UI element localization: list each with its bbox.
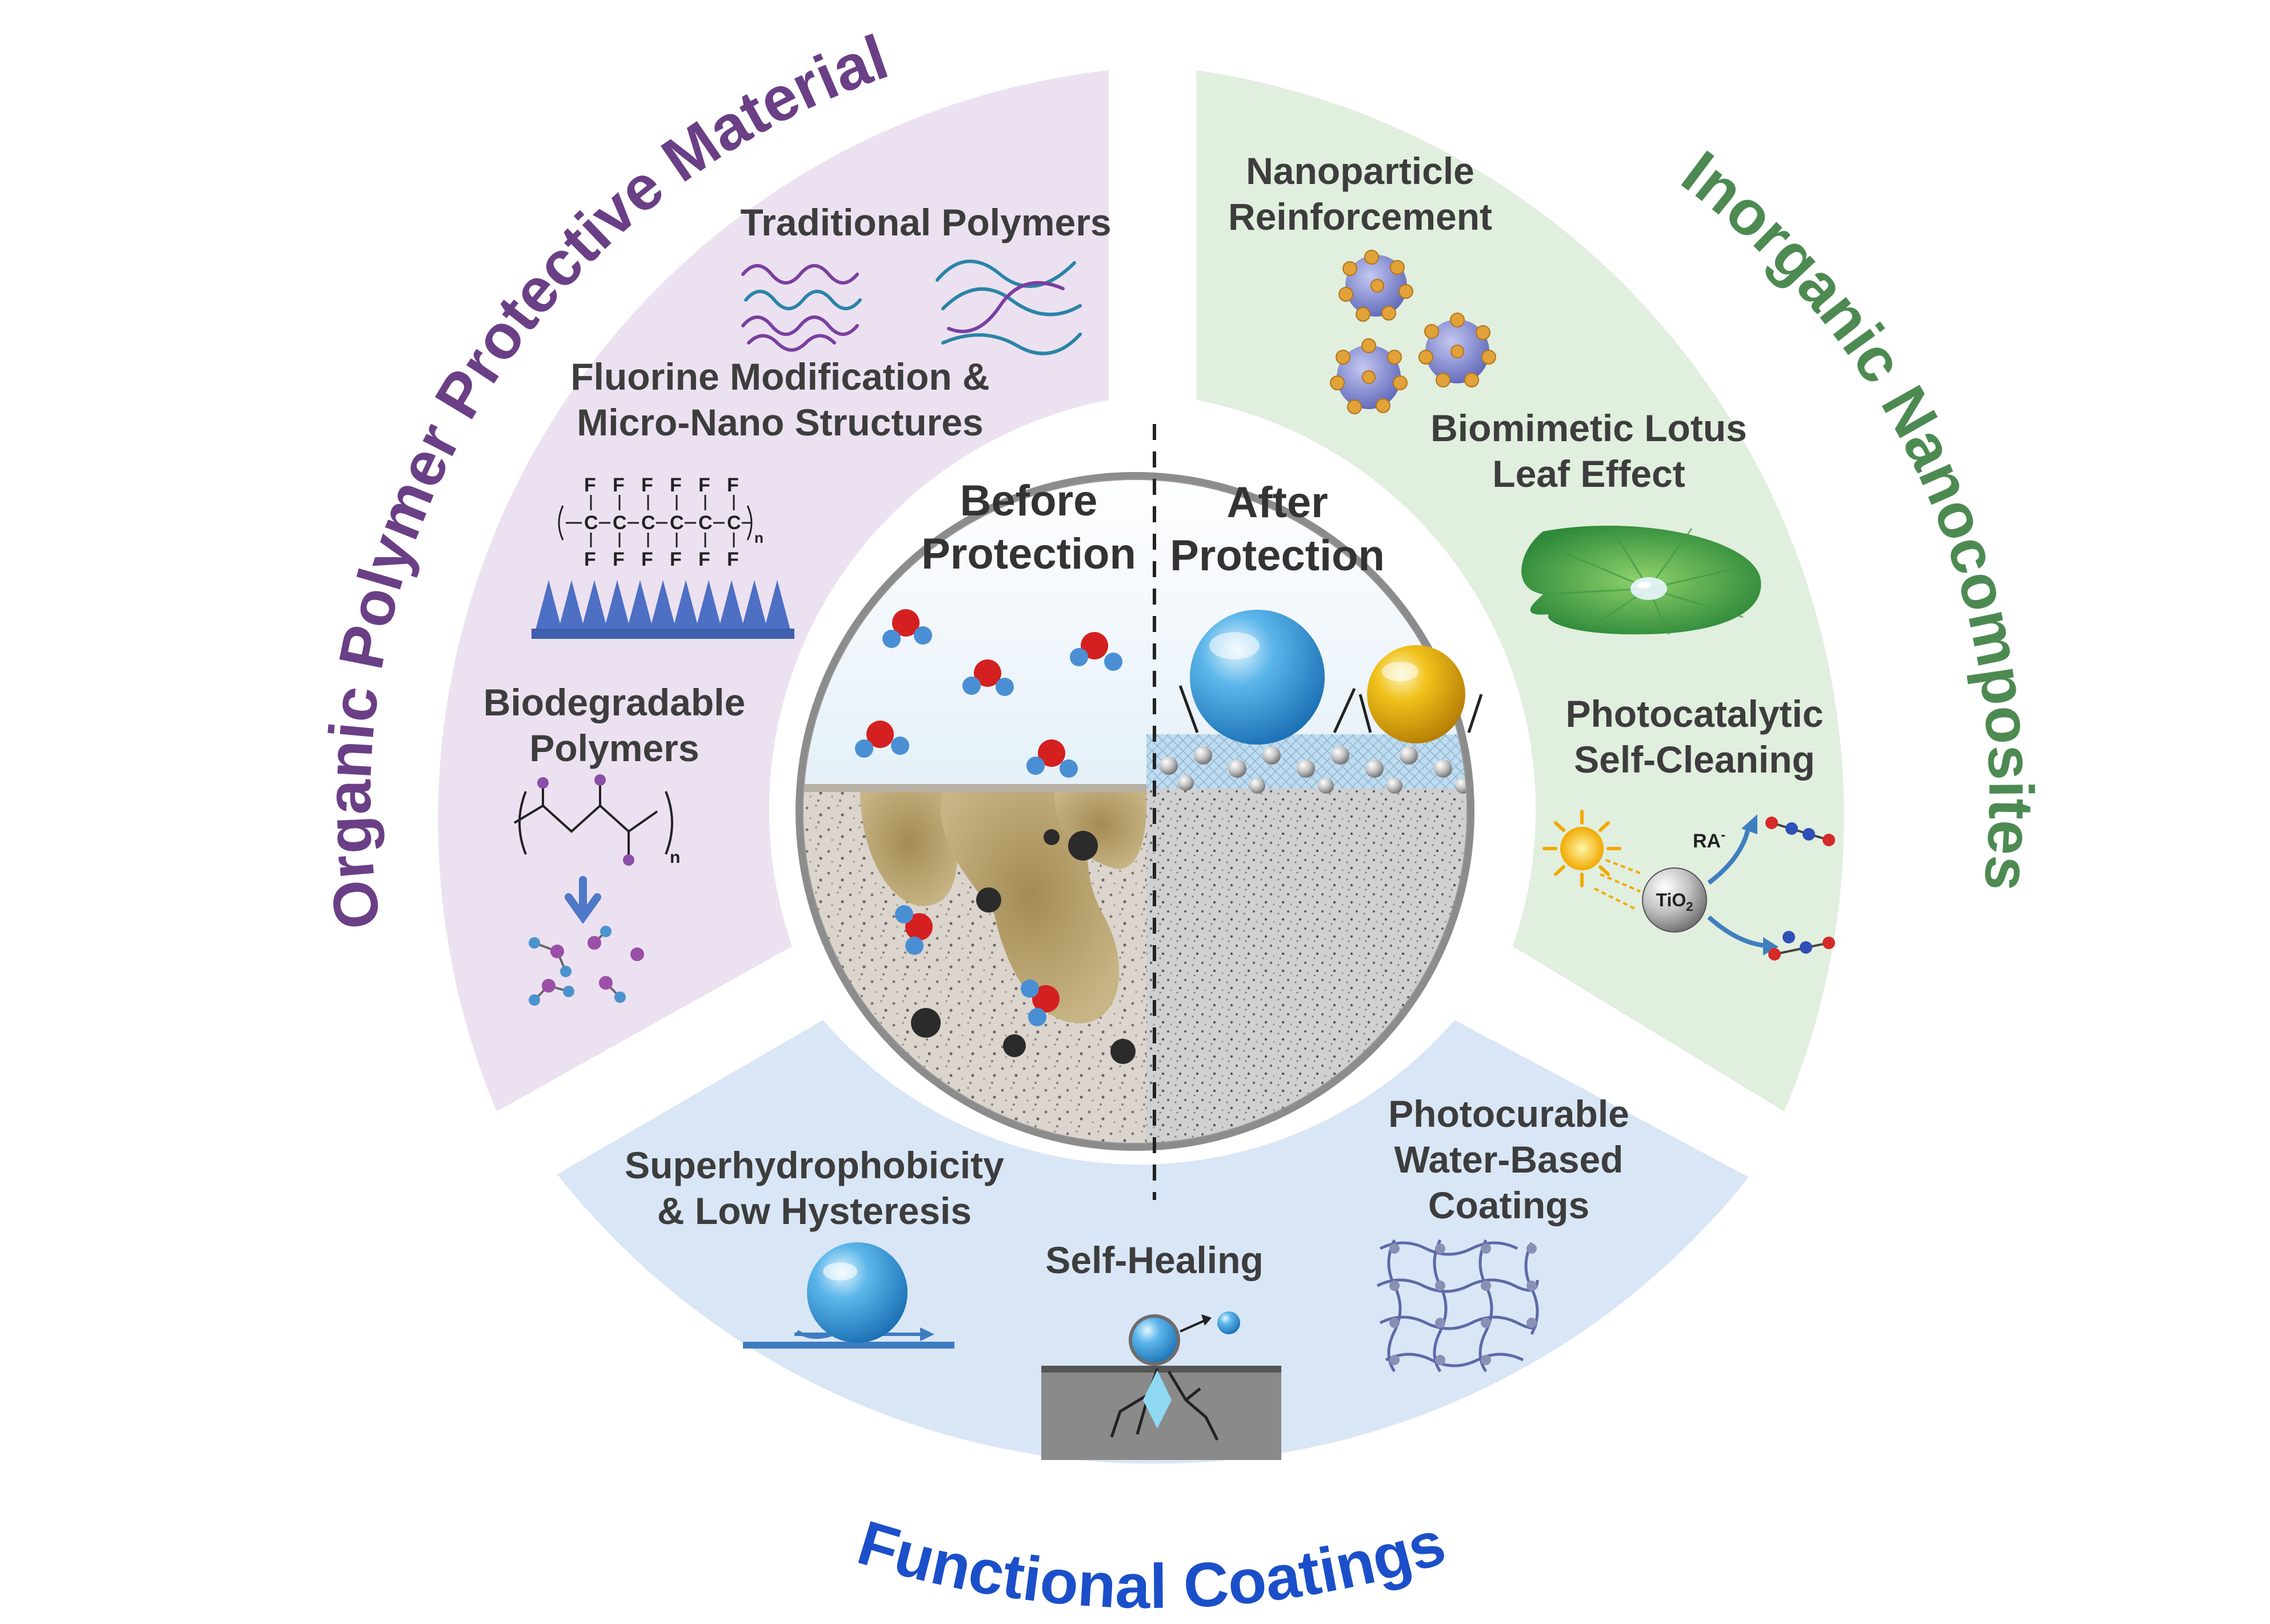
polymer-chains-icon (741, 259, 1082, 355)
sun-icon (1542, 810, 1621, 887)
svg-text:F: F (727, 474, 739, 496)
crosslinked-network-icon (1376, 1239, 1539, 1373)
svg-text:F: F (613, 474, 625, 496)
svg-text:C: C (727, 512, 741, 534)
svg-text:F: F (698, 549, 710, 570)
item-label-line1: Nanoparticle (1246, 150, 1474, 192)
before-label-line1: Before (960, 477, 1098, 525)
item-label-line1: Photocurable (1388, 1093, 1629, 1135)
biodegradable-polymer-icon: n (513, 774, 680, 1006)
svg-text:F: F (727, 549, 739, 570)
before-after-comparison: Before Protection After Protection (792, 424, 1483, 1200)
item-label-line3: Coatings (1428, 1184, 1589, 1226)
repelled-droplets (1178, 610, 1483, 745)
organic-item-fluorine: Fluorine Modification & Micro-Nano Struc… (531, 355, 990, 639)
svg-text:F: F (613, 549, 625, 570)
item-label-line1: Photocatalytic (1565, 693, 1823, 735)
svg-text:F: F (641, 549, 653, 570)
organic-item-biodegradable: Biodegradable Polymers n (483, 681, 745, 1006)
item-label-line2: Leaf Effect (1492, 453, 1685, 495)
item-label-line2: Water-Based (1394, 1138, 1624, 1181)
item-label: Traditional Polymers (740, 201, 1111, 243)
self-healing-crack-icon (1041, 1311, 1281, 1460)
photocatalysis-icon: TiO2 RA- (1542, 810, 1835, 961)
svg-text:n: n (754, 529, 764, 546)
functional-item-superhydrophobic: Superhydrophobicity & Low Hysteresis (625, 1144, 1004, 1349)
item-label-line1: Superhydrophobicity (625, 1144, 1004, 1186)
fluoropolymer-structure-icon: F F F F F F C C C C C C F F F F F F n (531, 474, 794, 639)
svg-text:C: C (613, 512, 627, 534)
inorganic-item-nanoparticle: Nanoparticle Reinforcement (1228, 150, 1496, 414)
svg-text:F: F (584, 549, 596, 570)
item-label: Self-Healing (1045, 1239, 1263, 1281)
svg-text:C: C (670, 512, 684, 534)
organic-sector (438, 70, 1109, 1111)
unprotected-stone (804, 784, 1146, 1143)
item-label-line1: Biomimetic Lotus (1430, 407, 1747, 449)
after-label-line2: Protection (1170, 531, 1385, 580)
svg-text:F: F (670, 549, 682, 570)
svg-text:F: F (584, 474, 596, 496)
lotus-leaf-icon (1521, 525, 1761, 635)
svg-text:C: C (698, 512, 713, 534)
item-label-line1: Biodegradable (483, 681, 745, 723)
functional-sector (557, 1020, 1749, 1464)
svg-text:RA-: RA- (1693, 827, 1725, 852)
svg-text:F: F (641, 474, 653, 496)
inorganic-item-photocatalytic: Photocatalytic Self-Cleaning TiO2 RA- (1542, 693, 1835, 961)
functional-section-title: Functional Coatings (850, 1507, 1453, 1622)
inorganic-item-lotus: Biomimetic Lotus Leaf Effect (1430, 407, 1761, 635)
functional-item-photocurable: Photocurable Water-Based Coatings (1376, 1093, 1629, 1373)
after-label-line1: After (1226, 478, 1328, 527)
svg-text:TiO2: TiO2 (1656, 890, 1693, 914)
functional-item-self-healing: Self-Healing (1041, 1239, 1281, 1460)
item-label-line2: Polymers (529, 727, 699, 769)
item-label-line1: Fluorine Modification & (570, 355, 989, 398)
water-molecules (855, 609, 1122, 1026)
item-label-line2: Reinforcement (1228, 195, 1492, 238)
before-label-line2: Protection (921, 530, 1136, 578)
svg-text:F: F (670, 474, 682, 496)
svg-text:C: C (641, 512, 656, 534)
item-label-line2: & Low Hysteresis (657, 1190, 972, 1232)
svg-text:n: n (670, 848, 680, 867)
organic-item-traditional-polymers: Traditional Polymers (740, 201, 1112, 355)
svg-text:C: C (584, 512, 598, 534)
svg-text:F: F (698, 474, 710, 496)
inorganic-sector (1196, 70, 1844, 1111)
item-label-line2: Micro-Nano Structures (577, 401, 983, 443)
nanoparticle-icon (1330, 250, 1496, 414)
item-label-line2: Self-Cleaning (1574, 738, 1815, 781)
rolling-droplet-icon (743, 1242, 954, 1349)
